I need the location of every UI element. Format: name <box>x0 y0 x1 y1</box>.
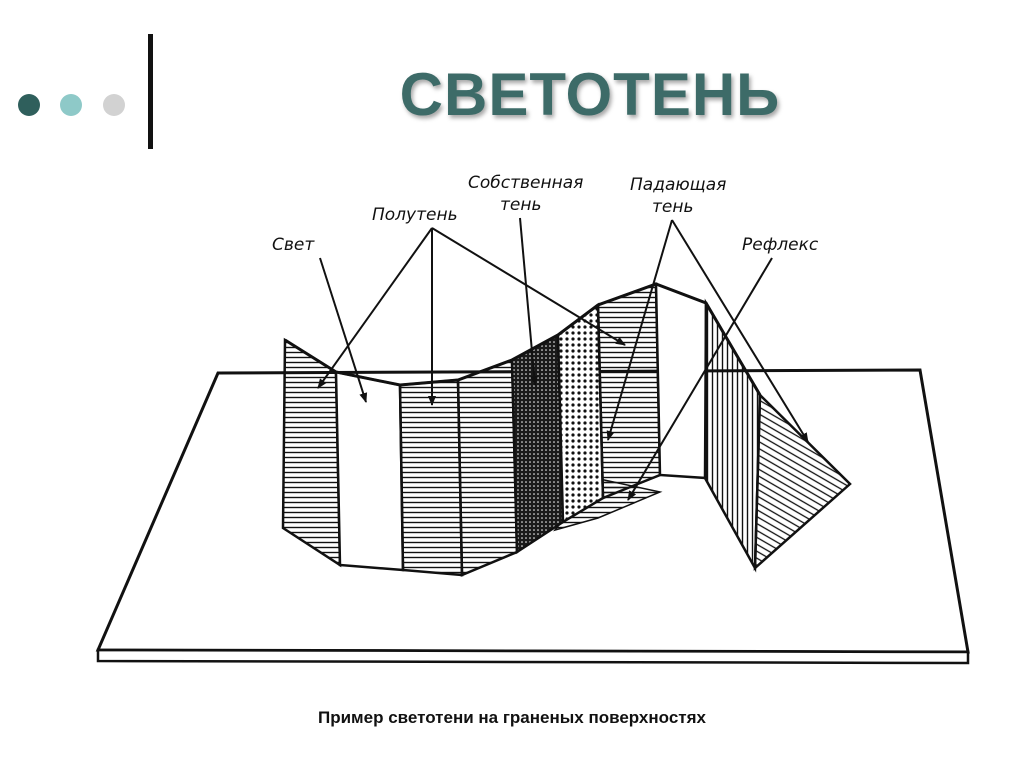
panel-half-shadow <box>398 378 464 577</box>
label-poluten: Полутень <box>372 205 458 225</box>
label-sobstvennaya: Собственная <box>468 173 583 193</box>
panel-striped <box>596 282 662 500</box>
folded-screen <box>281 282 852 577</box>
panel-light <box>334 370 405 572</box>
label-svet: Свет <box>272 235 315 255</box>
decor-dot-dark <box>18 94 40 116</box>
label-padayushchaya-ten: тень <box>652 197 694 217</box>
panel-half-shadow-left <box>281 337 342 568</box>
leader-arrows <box>317 217 809 501</box>
decor-dot-teal <box>60 94 82 116</box>
label-sobstvennaya-ten: тень <box>500 195 542 215</box>
panel-own-shadow <box>510 332 565 555</box>
panel-dotted <box>556 302 605 525</box>
slide-title: СВЕТОТЕНЬ <box>399 61 781 128</box>
panel-mid-shadow <box>456 358 519 577</box>
decor-dot-gray <box>103 94 125 116</box>
slide-caption: Пример светотени на граненых поверхностя… <box>318 708 706 727</box>
chiaroscuro-illustration: Свет Полутень Собственная тень Падающая … <box>95 173 970 665</box>
label-refleks: Рефлекс <box>742 235 819 255</box>
label-padayushchaya: Падающая <box>630 175 726 195</box>
title-divider <box>148 34 153 149</box>
